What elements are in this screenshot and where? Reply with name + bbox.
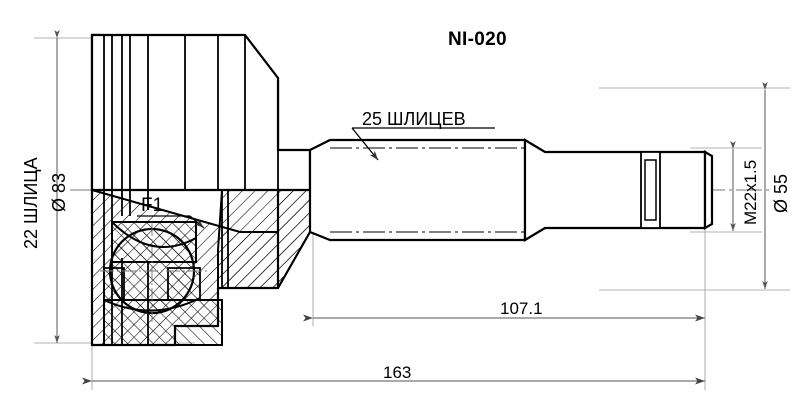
dimension-value-overall-length: 163 <box>383 363 412 382</box>
leader-splines-shaft <box>351 127 379 161</box>
splined-shaft <box>308 138 527 242</box>
race-contour <box>103 221 201 312</box>
leader-lines <box>137 127 495 229</box>
dimension-value-flange-diameter: Ø 55 <box>771 173 791 213</box>
threaded-shaft-end <box>523 138 714 242</box>
dimension-value-hub-diameter: Ø 83 <box>49 172 69 212</box>
dimension-value-shaft-length: 107.1 <box>500 299 543 318</box>
hub-splines-label: 22 ШЛИЦА <box>21 157 41 249</box>
leader-f1 <box>189 215 205 229</box>
circlip-groove <box>640 151 661 229</box>
detail-marker-f1: F1 <box>141 195 164 216</box>
shaft-splines-label: 25 ШЛИЦЕВ <box>362 109 466 129</box>
drawing-title: NI-020 <box>448 29 507 50</box>
housing-upper-profile <box>90 33 312 192</box>
thread-spec-label: M22x1.5 <box>741 159 760 225</box>
ball-bearing-section <box>100 222 210 322</box>
